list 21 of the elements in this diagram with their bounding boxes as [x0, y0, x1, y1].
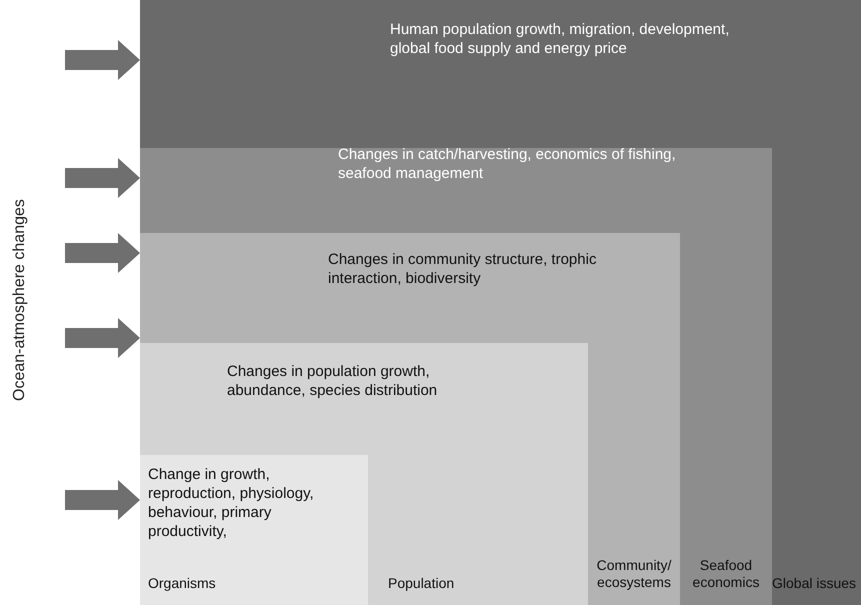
panel: [140, 148, 772, 605]
block-arrow: [65, 233, 140, 273]
block-arrow: [65, 480, 140, 520]
block-arrow: [65, 40, 140, 80]
description-text: Change in growth, reproduction, physiology, behaviour, primary productivity,: [148, 465, 315, 541]
level-label: Population: [388, 575, 456, 592]
panel: [140, 343, 588, 605]
description-text: Human population growth, migration, development, global food supply and energy price: [390, 20, 730, 58]
description-text: Changes in community structure, trophic interaction, biodiversity: [328, 250, 598, 288]
description-text: Changes in catch/harvesting, economics of fishing, seafood management: [338, 145, 677, 183]
block-arrow: [65, 318, 140, 358]
description-text: Changes in population growth, abundance, species distribution: [227, 362, 438, 400]
level-label: Organisms: [148, 575, 217, 592]
block-arrow: [65, 158, 140, 198]
level-label: Community/ ecosystems: [596, 557, 672, 591]
inner-panel: [140, 455, 368, 605]
outer-panel: [140, 0, 861, 605]
axis-label: Ocean-atmosphere changes: [10, 198, 29, 403]
level-label: Seafood economics: [692, 557, 760, 591]
panel: [140, 233, 680, 605]
level-label: Global issues: [772, 575, 858, 592]
